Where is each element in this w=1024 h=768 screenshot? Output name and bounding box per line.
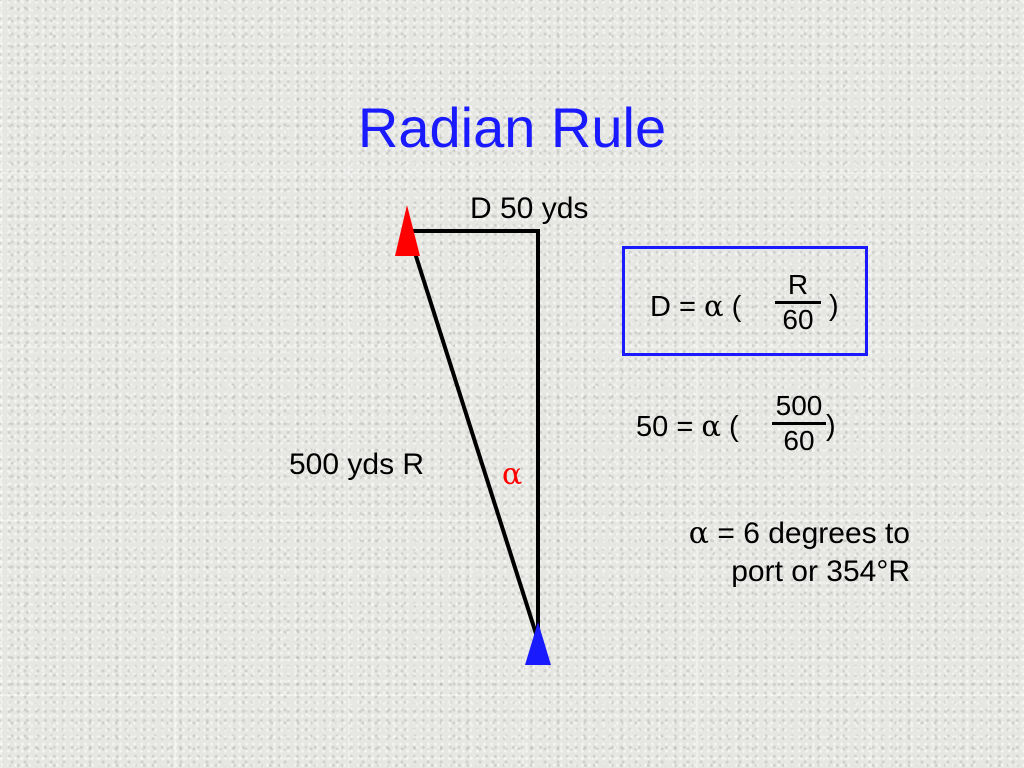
- formula-fraction: R 60: [775, 269, 821, 336]
- example-numerator: 500: [775, 390, 823, 421]
- formula-box: D = α ( R 60 ): [622, 246, 868, 356]
- example-lhs-text: 50 =: [636, 411, 702, 443]
- distance-label: D 50 yds: [470, 192, 589, 225]
- formula-open-paren: (: [723, 291, 742, 323]
- example-fraction: 500 60: [772, 390, 826, 457]
- fraction-bar: [775, 301, 821, 304]
- formula-lhs-text: D =: [650, 291, 704, 323]
- formula-close-paren: ): [829, 290, 839, 322]
- bearing-line: [406, 230, 540, 641]
- formula-numerator: R: [787, 269, 809, 300]
- slide-title: Radian Rule: [357, 96, 667, 159]
- result-line-2: port or 354°R: [731, 555, 910, 588]
- result-line-1: α = 6 degrees to: [600, 515, 910, 553]
- example-lhs: 50 = α (: [636, 412, 739, 442]
- example-alpha: α: [701, 409, 721, 443]
- formula-denominator: 60: [782, 304, 814, 335]
- blue-marker-triangle: [525, 622, 551, 665]
- formula-lhs: D = α (: [650, 292, 741, 322]
- range-label: 500 yds R: [289, 448, 425, 481]
- result-line-1-text: = 6 degrees to: [709, 517, 910, 550]
- result-alpha: α: [688, 516, 710, 551]
- formula-alpha: α: [704, 289, 724, 323]
- red-marker-triangle: [395, 205, 420, 256]
- fraction-bar: [772, 422, 826, 425]
- result-text: α = 6 degrees to port or 354°R: [600, 515, 910, 591]
- example-open-paren: (: [720, 411, 739, 443]
- example-denominator: 60: [783, 425, 815, 456]
- angle-alpha-label: α: [502, 457, 523, 492]
- example-close-paren: ): [826, 410, 836, 442]
